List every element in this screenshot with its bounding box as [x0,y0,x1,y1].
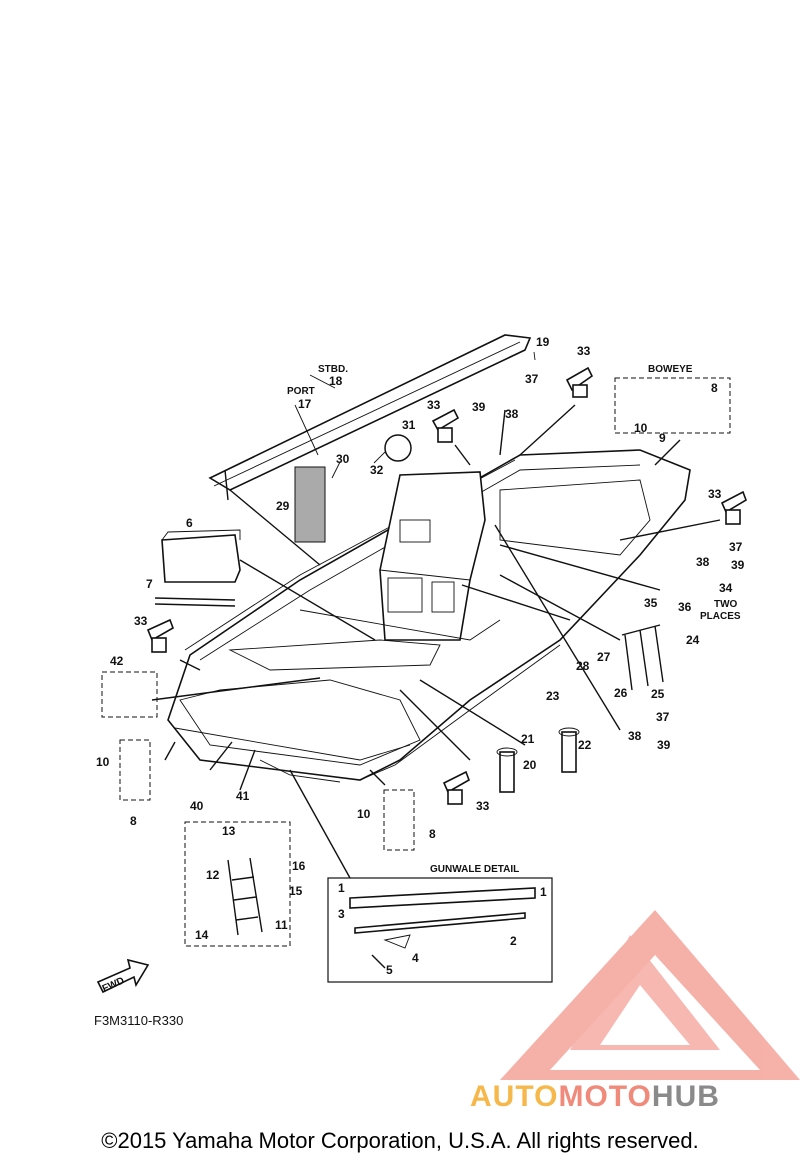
callout-c42: 42 [110,654,124,668]
callout-c4: 4 [412,951,419,965]
callout-c33e: 33 [476,799,490,813]
callout-c35: 35 [644,596,658,610]
callout-c31: 31 [402,418,416,432]
callout-c10b: 10 [96,755,110,769]
callout-c28: 28 [576,659,590,673]
callout-c37c: 37 [656,710,670,724]
copyright-notice: ©2015 Yamaha Motor Corporation, U.S.A. A… [101,1128,699,1153]
callout-c10a: 10 [634,421,648,435]
callout-c33b: 33 [427,398,441,412]
watermark-auto: AUTO [470,1080,559,1113]
callout-c5: 5 [386,963,393,977]
callout-c1b: 1 [540,885,547,899]
callout-c30: 30 [336,452,350,466]
watermark-hub: HUB [651,1080,720,1113]
callout-c13: 13 [222,824,236,838]
label-places: PLACES [700,611,741,622]
callout-c38a: 38 [505,407,519,421]
mesh-panel [294,466,326,543]
callout-c1: 1 [338,881,345,895]
callout-c6: 6 [186,516,193,530]
gunwale-trim [208,334,532,501]
gunwale-detail-box [327,877,553,983]
rail-rod [154,597,236,607]
callout-c3: 3 [338,907,345,921]
kit-box-8a [119,739,151,801]
callout-c36: 36 [678,600,692,614]
label-stbd: STBD. [318,364,348,375]
callout-c20: 20 [523,758,537,772]
cleat-1 [565,366,594,398]
callout-c10c: 10 [357,807,371,821]
ladder-box [184,821,291,947]
boat-hull [167,449,691,783]
callout-c39a: 39 [472,400,486,414]
callout-c41: 41 [236,789,250,803]
kit-box-42 [101,671,158,718]
callout-c39b: 39 [731,558,745,572]
callout-c38c: 38 [628,729,642,743]
callout-c14: 14 [195,928,209,942]
label-boweye: BOWEYE [648,364,693,375]
boweye-box [614,377,731,434]
callout-c15: 15 [289,884,303,898]
callout-c7: 7 [146,577,153,591]
leader-lines [151,351,721,879]
callout-c16: 16 [292,859,306,873]
callout-c37b: 37 [729,540,743,554]
callout-c12: 12 [206,868,220,882]
callout-c17: 17 [298,397,312,411]
label-gunwale-detail: GUNWALE DETAIL [430,864,519,875]
callout-c33c: 33 [708,487,722,501]
callout-c24: 24 [686,633,700,647]
callout-c11: 11 [275,918,288,932]
fwd-arrow [96,958,150,994]
callout-c27: 27 [597,650,611,664]
cooler-box [161,529,241,583]
callout-c8b: 8 [130,814,137,828]
callout-c37a: 37 [525,372,539,386]
callout-c33d: 33 [134,614,148,628]
callout-c34: 34 [719,581,733,595]
callout-c2: 2 [510,934,517,948]
callout-c38b: 38 [696,555,710,569]
kit-box-8b [383,789,415,851]
cleat-2 [431,408,460,443]
watermark-logo [500,910,800,1080]
label-port: PORT [287,386,315,397]
callout-c21: 21 [521,732,535,746]
callout-c33a: 33 [577,344,591,358]
callout-c8a: 8 [711,381,718,395]
watermark-moto: MOTO [558,1080,652,1113]
cleat-3 [720,490,747,525]
watermark-text: AUTOMOTOHUB [470,1080,720,1114]
boarding-ladder [227,857,263,936]
cleat-5 [442,770,470,805]
cup-holders [496,727,580,793]
callout-c40: 40 [190,799,204,813]
callout-c19: 19 [536,335,550,349]
callout-c23: 23 [546,689,560,703]
callout-c26: 26 [614,686,628,700]
label-two: TWO [714,599,738,610]
callout-c22: 22 [578,738,592,752]
callout-c9: 9 [659,431,666,445]
cleat-4 [146,618,174,653]
callout-c39c: 39 [657,738,671,752]
callout-c29: 29 [276,499,290,513]
figure-code: F3M3110-R330 [94,1013,184,1028]
rod-holders [621,624,664,691]
callout-c32: 32 [370,463,384,477]
callout-c25: 25 [651,687,665,701]
speaker-grille [384,434,412,462]
callout-c18: 18 [329,374,343,388]
callout-c8c: 8 [429,827,436,841]
